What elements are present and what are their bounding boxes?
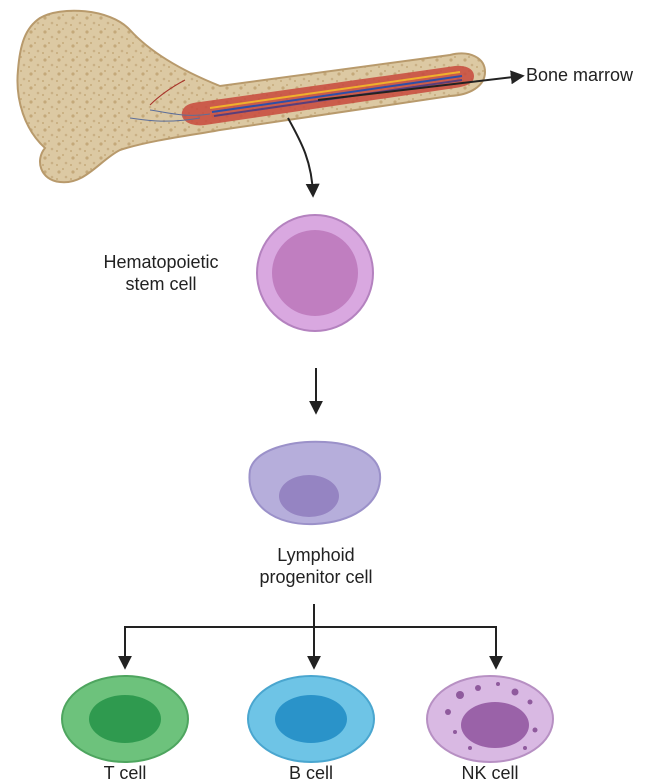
t-cell xyxy=(62,676,188,762)
nk-cell xyxy=(427,676,553,762)
hsc-label: Hematopoietic stem cell xyxy=(86,251,236,295)
lymphoid-label: Lymphoid progenitor cell xyxy=(226,544,406,588)
hsc-label-line2: stem cell xyxy=(86,273,236,295)
bone-illustration xyxy=(17,11,485,183)
lymphoid-label-line2: progenitor cell xyxy=(226,566,406,588)
arrow-bone-to-hsc xyxy=(288,118,313,195)
hsc-label-line1: Hematopoietic xyxy=(86,251,236,273)
b-cell xyxy=(248,676,374,762)
hematopoietic-stem-cell xyxy=(257,215,373,331)
lymphoid-label-line1: Lymphoid xyxy=(226,544,406,566)
lymphoid-progenitor-cell xyxy=(249,442,380,524)
b-cell-label: B cell xyxy=(261,762,361,784)
bone-marrow-label: Bone marrow xyxy=(526,64,633,86)
t-cell-label: T cell xyxy=(75,762,175,784)
nk-cell-label: NK cell xyxy=(440,762,540,784)
branch-arrows xyxy=(125,604,496,667)
